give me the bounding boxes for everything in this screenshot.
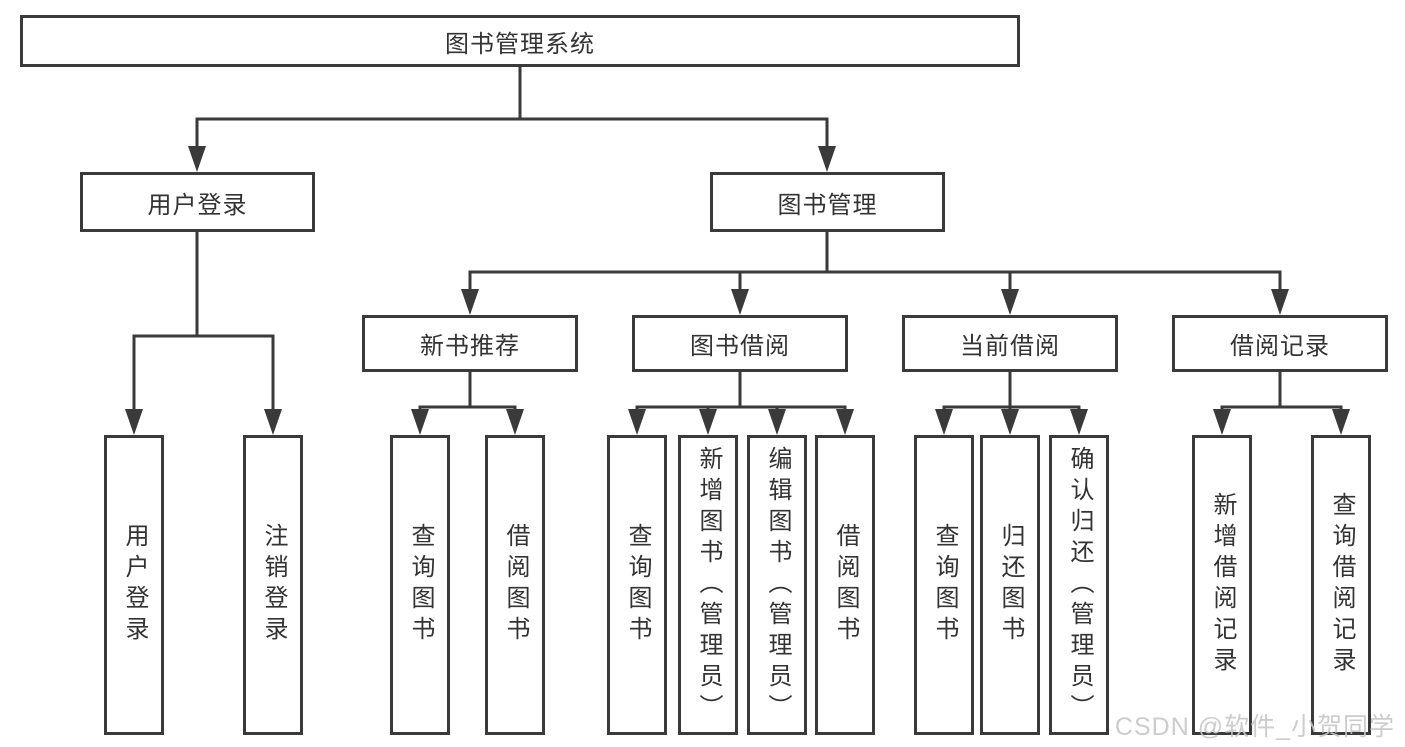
leaf-label: 查询借阅记录 xyxy=(1328,492,1355,678)
leaf-label: 确认归还（管理员） xyxy=(1066,445,1093,725)
edges-borrow-records-to-leaves xyxy=(1213,370,1350,435)
edges-new-book-rec-to-leaves xyxy=(411,370,524,435)
leaf-label: 查询图书 xyxy=(624,523,651,647)
leaf-label: 用户登录 xyxy=(121,523,148,647)
node-current-borrowing: 当前借阅 xyxy=(902,315,1118,372)
leaf-label: 注销登录 xyxy=(260,523,287,647)
node-new-book-recommend: 新书推荐 xyxy=(362,315,578,372)
edges-book-borrow-to-leaves xyxy=(628,370,854,435)
node-book-borrowing: 图书借阅 xyxy=(632,315,848,372)
node-library-system: 图书管理系统 xyxy=(20,15,1020,67)
leaf-return-book: 归还图书 xyxy=(980,435,1040,735)
node-user-login: 用户登录 xyxy=(80,172,315,232)
leaf-borrow-books-1: 借阅图书 xyxy=(485,435,545,735)
leaf-user-login: 用户登录 xyxy=(104,435,164,735)
edges-root-to-level2 xyxy=(188,66,836,172)
leaf-label: 归还图书 xyxy=(997,523,1024,647)
leaf-label: 查询图书 xyxy=(931,523,958,647)
leaf-edit-book-admin: 编辑图书（管理员） xyxy=(747,435,807,735)
leaf-label: 借阅图书 xyxy=(832,523,859,647)
leaf-add-borrow-record: 新增借阅记录 xyxy=(1192,435,1252,735)
leaf-label: 借阅图书 xyxy=(502,523,529,647)
node-book-management: 图书管理 xyxy=(710,172,945,232)
leaf-query-books-1: 查询图书 xyxy=(390,435,450,735)
leaf-borrow-books-2: 借阅图书 xyxy=(815,435,875,735)
edges-user-login-to-leaves xyxy=(125,230,282,435)
edges-current-borrow-to-leaves xyxy=(935,370,1088,435)
node-borrowing-records: 借阅记录 xyxy=(1172,315,1388,372)
leaf-add-book-admin: 新增图书（管理员） xyxy=(678,435,738,735)
leaf-query-books-2: 查询图书 xyxy=(607,435,667,735)
edges-book-mgmt-to-level3 xyxy=(461,230,1289,315)
leaf-label: 编辑图书（管理员） xyxy=(764,445,791,725)
leaf-label: 查询图书 xyxy=(407,523,434,647)
leaf-label: 新增图书（管理员） xyxy=(695,445,722,725)
leaf-confirm-return-admin: 确认归还（管理员） xyxy=(1049,435,1109,735)
leaf-query-books-3: 查询图书 xyxy=(914,435,974,735)
leaf-query-borrow-record: 查询借阅记录 xyxy=(1311,435,1371,735)
leaf-label: 新增借阅记录 xyxy=(1209,492,1236,678)
leaf-logout: 注销登录 xyxy=(243,435,303,735)
